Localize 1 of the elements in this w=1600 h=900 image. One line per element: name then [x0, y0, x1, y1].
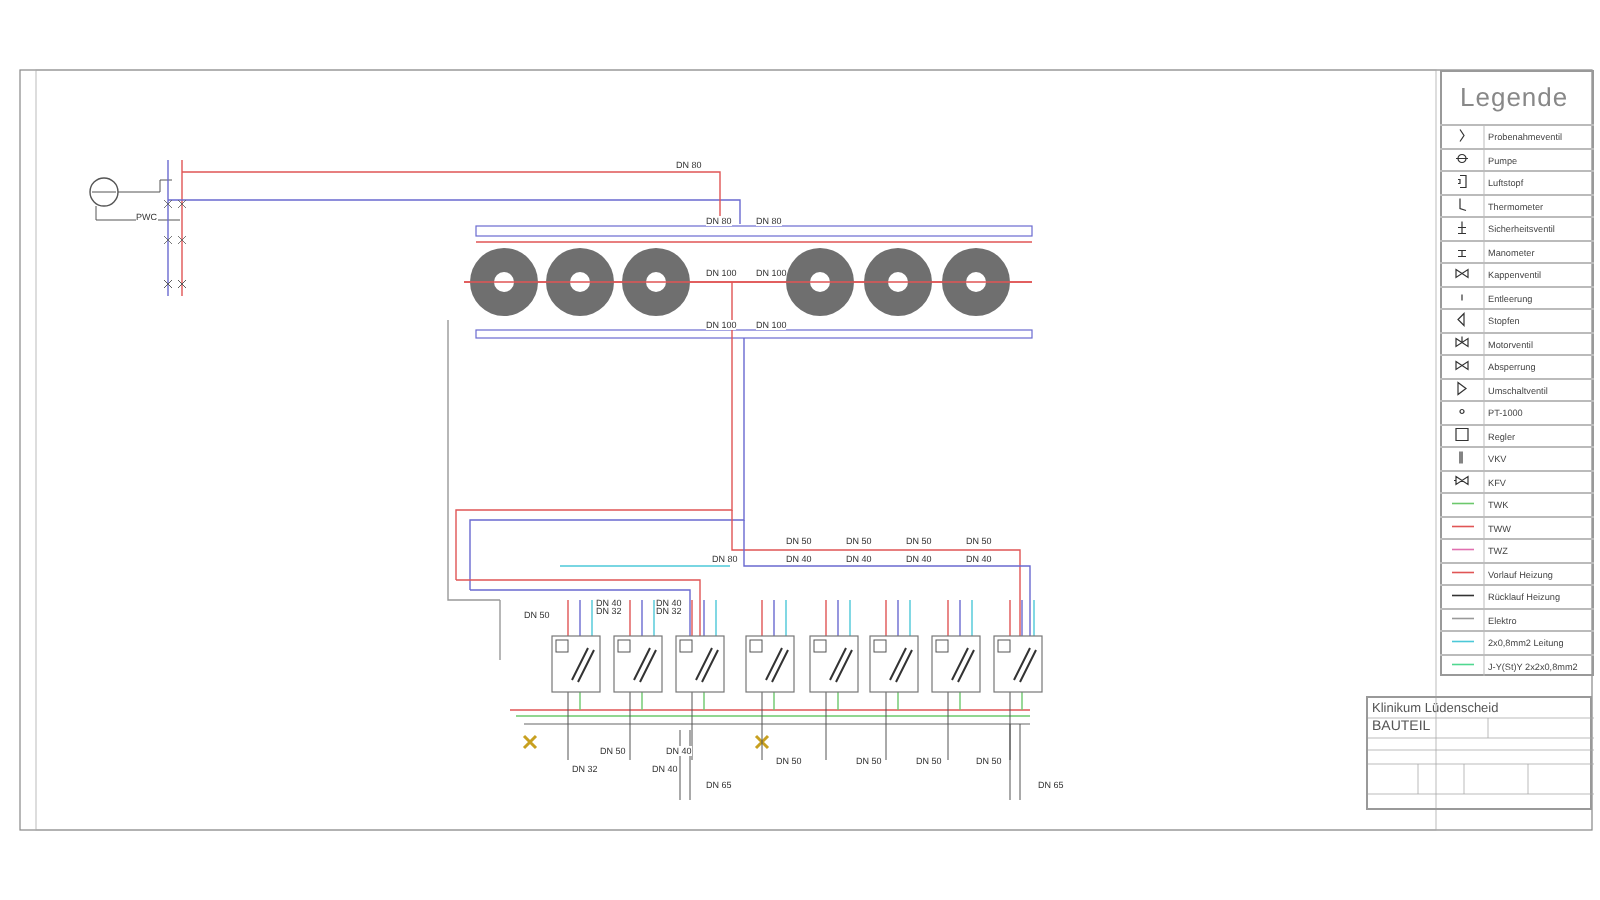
legend-title: Legende [1460, 82, 1569, 112]
